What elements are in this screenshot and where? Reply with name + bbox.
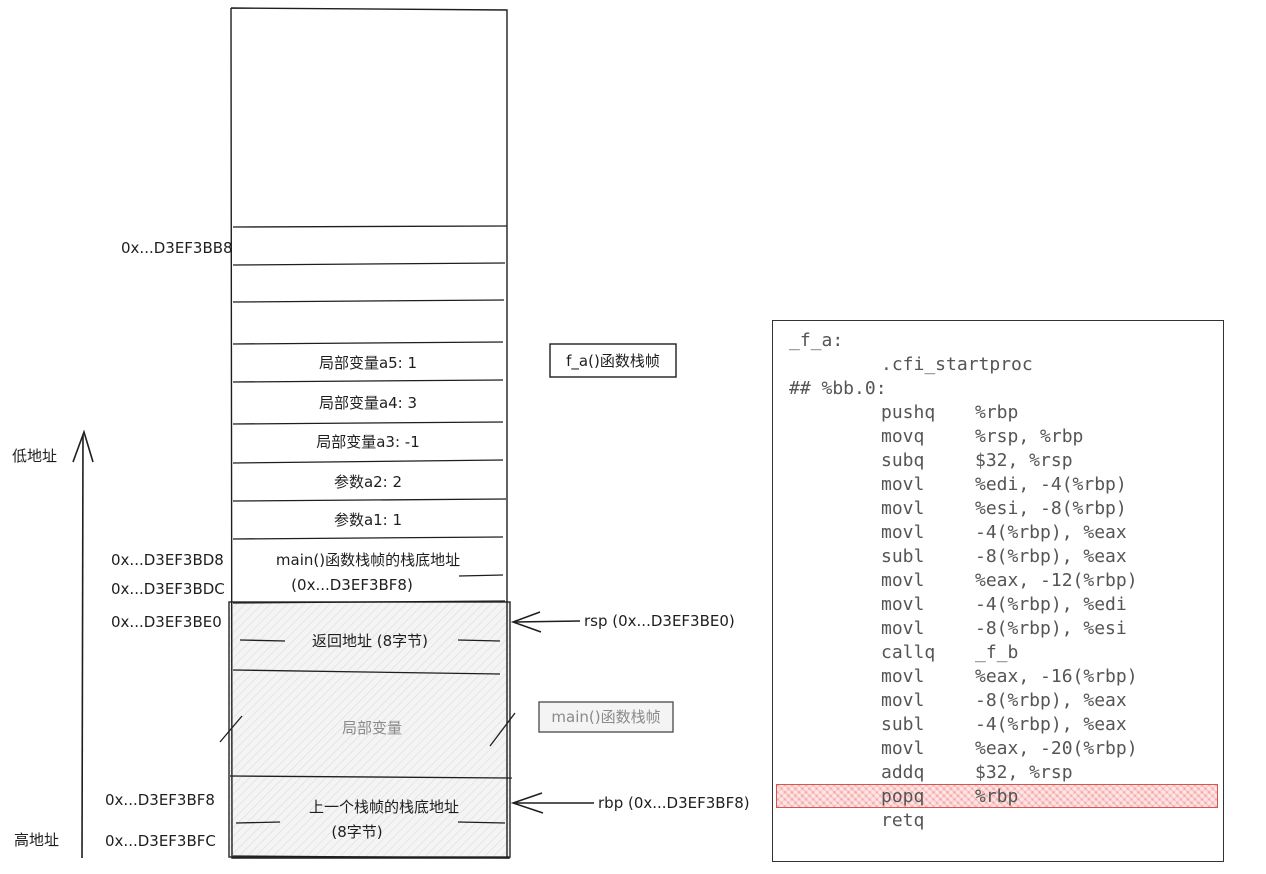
- code-line: pushq %rbp: [881, 401, 1018, 425]
- code-instruction: movl: [881, 666, 925, 687]
- code-line: popq %rbp: [881, 785, 1018, 809]
- main-frame-label-box: [538, 701, 674, 733]
- code-line: movl %edi, -4(%rbp): [881, 473, 1127, 497]
- axis-label-low: 低地址: [12, 447, 57, 465]
- code-operands: _f_b: [975, 642, 1019, 663]
- rbp-label: rbp (0x...D3EF3BF8): [598, 794, 750, 812]
- code-instruction: movl: [881, 498, 925, 519]
- code-instruction: movl: [881, 690, 925, 711]
- stack-cell-a3: 局部变量a3: -1: [316, 433, 420, 451]
- code-line: movl %esi, -8(%rbp): [881, 497, 1127, 521]
- code-operands: %eax, -12(%rbp): [975, 570, 1138, 591]
- stack-cell-a5: 局部变量a5: 1: [319, 354, 417, 372]
- code-instruction: movl: [881, 570, 925, 591]
- main-frame-label: main()函数栈帧: [551, 708, 660, 726]
- address-bf8: 0x...D3EF3BF8: [105, 791, 215, 809]
- code-instruction: subl: [881, 714, 925, 735]
- code-operands: -4(%rbp), %eax: [975, 522, 1127, 543]
- code-line: subl -8(%rbp), %eax: [881, 545, 1127, 569]
- code-operands: -8(%rbp), %eax: [975, 546, 1127, 567]
- rsp-arrow: [510, 611, 581, 633]
- code-operands: -8(%rbp), %eax: [975, 690, 1127, 711]
- stack-cell-a2: 参数a2: 2: [334, 473, 402, 491]
- code-line: movl -4(%rbp), %edi: [881, 593, 1127, 617]
- code-operands: -4(%rbp), %eax: [975, 714, 1127, 735]
- main-locals-cell: 局部变量: [342, 719, 402, 737]
- address-axis-line: [81, 434, 84, 859]
- f-a-frame-label-box: [549, 343, 677, 378]
- code-instruction: retq: [881, 810, 925, 831]
- code-operands: %eax, -16(%rbp): [975, 666, 1138, 687]
- code-operands: $32, %rsp: [975, 762, 1073, 783]
- code-instruction: movl: [881, 594, 925, 615]
- rbp-arrow: [510, 792, 594, 814]
- main-frame-region: [228, 601, 511, 858]
- code-instruction: movl: [881, 522, 925, 543]
- return-address-cell: 返回地址 (8字节): [312, 632, 428, 650]
- code-line: retq: [881, 809, 924, 833]
- code-operands: %rsp, %rbp: [975, 426, 1084, 447]
- saved-rbp-line2: (0x...D3EF3BF8): [291, 576, 413, 594]
- stack-cell-a4: 局部变量a4: 3: [319, 394, 417, 412]
- code-line: movl -4(%rbp), %eax: [881, 521, 1127, 545]
- code-line: movl %eax, -16(%rbp): [881, 665, 1138, 689]
- address-be0: 0x...D3EF3BE0: [111, 613, 222, 631]
- code-instruction: ## %bb.0:: [789, 378, 887, 399]
- code-operands: %eax, -20(%rbp): [975, 738, 1138, 759]
- sketch-accent-strokes: [219, 574, 516, 824]
- code-operands: %rbp: [975, 402, 1019, 423]
- address-bb8: 0x...D3EF3BB8: [121, 239, 233, 257]
- rsp-label: rsp (0x...D3EF3BE0): [584, 612, 735, 630]
- code-instruction: callq: [881, 642, 936, 663]
- address-bd8: 0x...D3EF3BD8: [111, 551, 224, 569]
- axis-label-high: 高地址: [14, 831, 59, 849]
- code-line: movl %eax, -12(%rbp): [881, 569, 1138, 593]
- code-instruction: popq: [881, 786, 925, 807]
- address-bdc: 0x...D3EF3BDC: [111, 580, 225, 598]
- code-instruction: movl: [881, 618, 925, 639]
- address-axis-arrowhead: [72, 429, 94, 463]
- code-function-label: _f_a:: [789, 330, 844, 351]
- address-bfc: 0x...D3EF3BFC: [105, 832, 216, 850]
- stack-cell-a1: 参数a1: 1: [334, 511, 402, 529]
- code-line-highlight: [776, 784, 1218, 808]
- f-a-frame-label: f_a()函数栈帧: [566, 352, 660, 371]
- saved-rbp-line1: main()函数栈帧的栈底地址: [276, 551, 460, 569]
- stack-column-outline: [230, 7, 509, 859]
- code-instruction: addq: [881, 762, 925, 783]
- code-line: .cfi_startproc: [881, 353, 1033, 377]
- code-operands: %edi, -4(%rbp): [975, 474, 1127, 495]
- code-instruction: pushq: [881, 402, 936, 423]
- code-operands: %rbp: [975, 786, 1019, 807]
- code-instruction: subq: [881, 450, 925, 471]
- code-line: callq _f_b: [881, 641, 1018, 665]
- code-instruction: subl: [881, 546, 925, 567]
- code-line: movl -8(%rbp), %eax: [881, 689, 1127, 713]
- code-line: movl -8(%rbp), %esi: [881, 617, 1127, 641]
- code-instruction: movq: [881, 426, 925, 447]
- code-operands: -4(%rbp), %edi: [975, 594, 1127, 615]
- code-line: addq $32, %rsp: [881, 761, 1073, 785]
- code-operands: %esi, -8(%rbp): [975, 498, 1127, 519]
- prev-frame-line2: (8字节): [331, 823, 382, 841]
- code-instruction: movl: [881, 474, 925, 495]
- code-line: movq %rsp, %rbp: [881, 425, 1083, 449]
- code-instruction: .cfi_startproc: [881, 354, 1033, 375]
- code-operands: -8(%rbp), %esi: [975, 618, 1127, 639]
- code-instruction: movl: [881, 738, 925, 759]
- stack-row-lines: [229, 225, 513, 859]
- code-operands: $32, %rsp: [975, 450, 1073, 471]
- prev-frame-line1: 上一个栈帧的栈底地址: [309, 798, 459, 816]
- code-line: ## %bb.0:: [789, 377, 887, 401]
- code-line: movl %eax, -20(%rbp): [881, 737, 1138, 761]
- code-line: subq $32, %rsp: [881, 449, 1073, 473]
- code-line: subl -4(%rbp), %eax: [881, 713, 1127, 737]
